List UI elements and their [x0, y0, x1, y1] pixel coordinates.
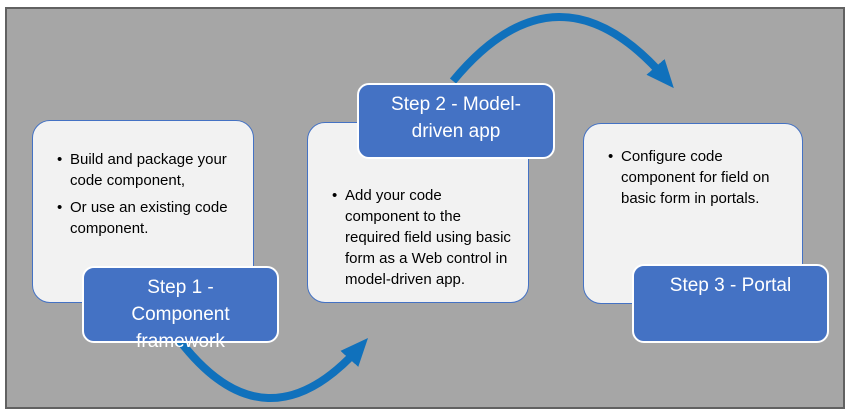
bullet-item: Add your code component to the required … — [332, 185, 518, 290]
step3-bullet-list: Configure code component for field on ba… — [584, 124, 802, 209]
step1-label: Step 1 - Component framework — [82, 266, 279, 352]
bullet-item: Build and package your code component, — [57, 149, 239, 191]
bullet-item: Configure code component for field on ba… — [608, 146, 790, 209]
step2-label: Step 2 - Model-driven app — [357, 83, 555, 159]
step1-bullet-list: Build and package your code component, O… — [33, 121, 253, 239]
bullet-item: Or use an existing code component. — [57, 197, 239, 239]
step2-bullet-list: Add your code component to the required … — [308, 123, 528, 290]
step3-label: Step 3 - Portal — [632, 264, 829, 343]
